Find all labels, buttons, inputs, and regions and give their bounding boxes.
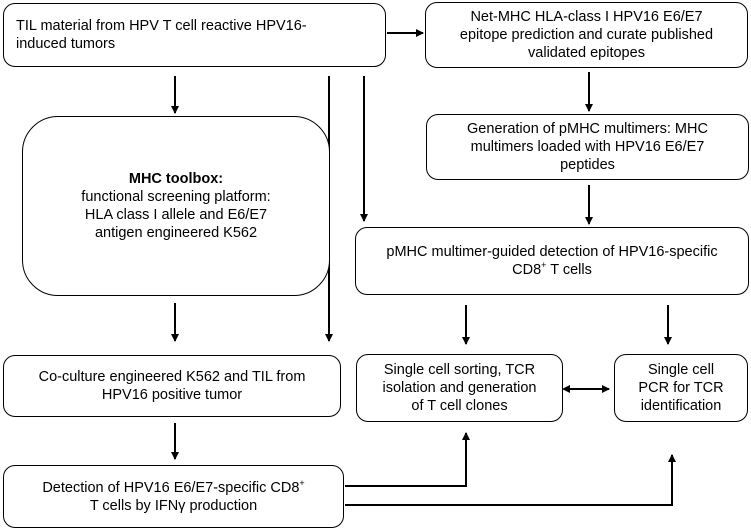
coculture-box: Co-culture engineered K562 and TIL from … bbox=[3, 355, 341, 417]
sorting-line-3: of T cell clones bbox=[411, 398, 508, 414]
single-cell-sorting-box: Single cell sorting, TCR isolation and g… bbox=[356, 354, 563, 422]
sorting-line-2: isolation and generation bbox=[382, 380, 537, 396]
pmhc-detection-cd8-sup: + bbox=[541, 260, 547, 271]
netmhc-line-3: validated epitopes bbox=[528, 45, 645, 61]
ifn-detection-line-2: T cells by IFNγ production bbox=[89, 497, 258, 514]
netmhc-line-1: Net-MHC HLA-class I HPV16 E6/E7 bbox=[470, 9, 703, 25]
pmhc-generation-line-1: Generation of pMHC multimers: MHC bbox=[467, 121, 708, 137]
pmhc-generation-box: Generation of pMHC multimers: MHC multim… bbox=[426, 114, 749, 180]
ifn-detection-line-1: Detection of HPV16 E6/E7-specific CD8+ bbox=[42, 477, 305, 497]
pcr-line-3: identification bbox=[640, 398, 722, 414]
pmhc-generation-line-2: multimers loaded with HPV16 E6/E7 bbox=[470, 139, 705, 155]
ifn-detection-box: Detection of HPV16 E6/E7-specific CD8+ T… bbox=[3, 465, 344, 528]
sorting-line-1: Single cell sorting, TCR bbox=[383, 362, 536, 378]
pmhc-generation-line-3: peptides bbox=[560, 157, 615, 173]
mhc-toolbox-box: MHC toolbox: functional screening platfo… bbox=[22, 116, 330, 296]
arrow-ifn-to-sorting bbox=[345, 432, 470, 487]
netmhc-line-2: epitope prediction and curate published bbox=[459, 27, 714, 43]
single-cell-pcr-box: Single cell PCR for TCR identification bbox=[614, 354, 748, 422]
pmhc-detection-line-1: pMHC multimer-guided detection of HPV16-… bbox=[386, 244, 718, 260]
mhc-toolbox-title: MHC toolbox: bbox=[128, 171, 224, 187]
pmhc-detection-cd8: CD8 bbox=[512, 262, 542, 278]
coculture-line-2: HPV16 positive tumor bbox=[101, 387, 243, 403]
ifn-detection-line-1-text: Detection of HPV16 E6/E7-specific CD8 bbox=[42, 479, 300, 496]
til-material-line-1: TIL material from HPV T cell reactive HP… bbox=[16, 18, 307, 34]
pmhc-detection-box: pMHC multimer-guided detection of HPV16-… bbox=[355, 227, 749, 295]
til-material-box: TIL material from HPV T cell reactive HP… bbox=[3, 3, 386, 67]
pcr-line-2: PCR for TCR bbox=[638, 380, 724, 396]
mhc-toolbox-line-2: HLA class I allele and E6/E7 bbox=[84, 207, 268, 223]
netmhc-prediction-box: Net-MHC HLA-class I HPV16 E6/E7 epitope … bbox=[425, 2, 748, 68]
arrow-ifn-to-pcr bbox=[345, 454, 676, 506]
mhc-toolbox-line-3: antigen engineered K562 bbox=[94, 225, 258, 241]
ifn-detection-cd8-sup: + bbox=[299, 477, 305, 488]
pmhc-detection-line-2: CD8+ T cells bbox=[512, 261, 592, 279]
pcr-line-1: Single cell bbox=[647, 362, 715, 378]
coculture-line-1: Co-culture engineered K562 and TIL from bbox=[38, 369, 306, 385]
pmhc-detection-tcells: T cells bbox=[546, 262, 592, 278]
mhc-toolbox-line-1: functional screening platform: bbox=[81, 189, 271, 205]
til-material-line-2: induced tumors bbox=[16, 36, 116, 52]
